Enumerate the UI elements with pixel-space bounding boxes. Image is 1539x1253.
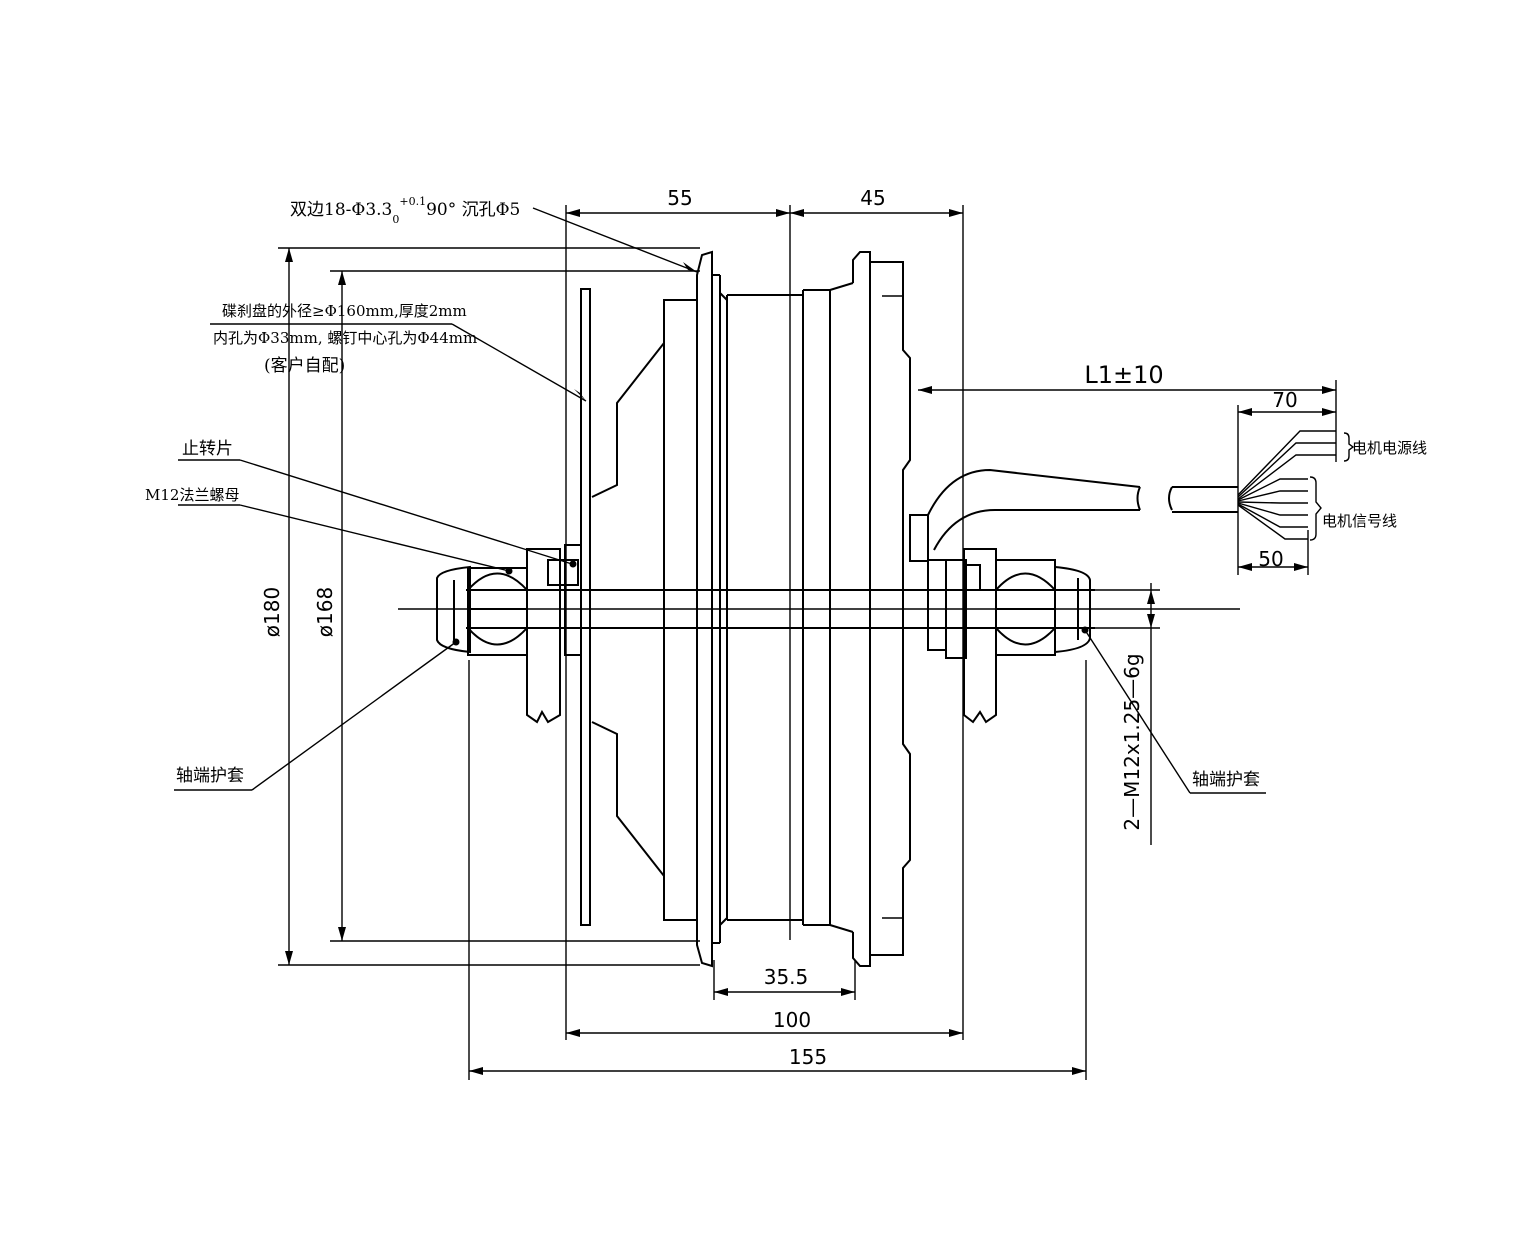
dim-45: 45 bbox=[860, 186, 885, 210]
signal-wire-label: 电机信号线 bbox=[1322, 512, 1397, 530]
dim-100: 100 bbox=[773, 1008, 811, 1032]
power-wire-label: 电机电源线 bbox=[1352, 439, 1427, 457]
dim-l1: L1±10 bbox=[1084, 361, 1163, 389]
center-lines bbox=[398, 232, 1240, 940]
disc-note-line1: 碟刹盘的外径≥Φ160mm,厚度2mm bbox=[222, 302, 467, 320]
disc-note-line3: (客户自配) bbox=[264, 356, 345, 376]
holes-note: 双边18-Φ3.30+0.190° 沉孔Φ5 bbox=[290, 195, 520, 226]
cable bbox=[927, 430, 1336, 551]
callout-labels: 双边18-Φ3.30+0.190° 沉孔Φ5 碟刹盘的外径≥Φ160mm,厚度2… bbox=[145, 195, 1427, 790]
disc-note-line2: 内孔为Φ33mm, 螺钉中心孔为Φ44mm bbox=[213, 329, 477, 347]
left-axle-parts bbox=[436, 544, 582, 724]
dimension-geometry bbox=[278, 205, 1337, 1080]
arrowheads bbox=[285, 209, 1336, 1075]
right-axle-parts bbox=[927, 548, 1091, 724]
right-flange bbox=[852, 251, 929, 967]
axle bbox=[466, 589, 1095, 629]
dim-thread: 2—M12x1.25—6g bbox=[1120, 653, 1144, 830]
flange-nut-label: M12法兰螺母 bbox=[145, 486, 239, 504]
dim-dia-180: ø180 bbox=[260, 587, 284, 637]
brake-disc bbox=[580, 288, 591, 926]
dim-35-5: 35.5 bbox=[764, 965, 809, 989]
dimension-labels: 55 45 ø180 ø168 35.5 100 155 L1±10 70 50… bbox=[260, 186, 1298, 1069]
dim-dia-168: ø168 bbox=[313, 587, 337, 637]
left-flange bbox=[696, 250, 728, 968]
left-end-cover bbox=[591, 299, 698, 921]
wire-braces bbox=[1309, 432, 1355, 541]
dim-55: 55 bbox=[667, 186, 692, 210]
dim-155: 155 bbox=[789, 1045, 827, 1069]
hub-body bbox=[726, 282, 854, 933]
leader-lines bbox=[174, 207, 1266, 794]
anti-rotation-label: 止转片 bbox=[182, 439, 233, 459]
dim-70: 70 bbox=[1272, 388, 1297, 412]
axle-cap-left-label: 轴端护套 bbox=[176, 766, 244, 786]
dim-50: 50 bbox=[1258, 547, 1283, 571]
axle-cap-right-label: 轴端护套 bbox=[1192, 770, 1260, 790]
